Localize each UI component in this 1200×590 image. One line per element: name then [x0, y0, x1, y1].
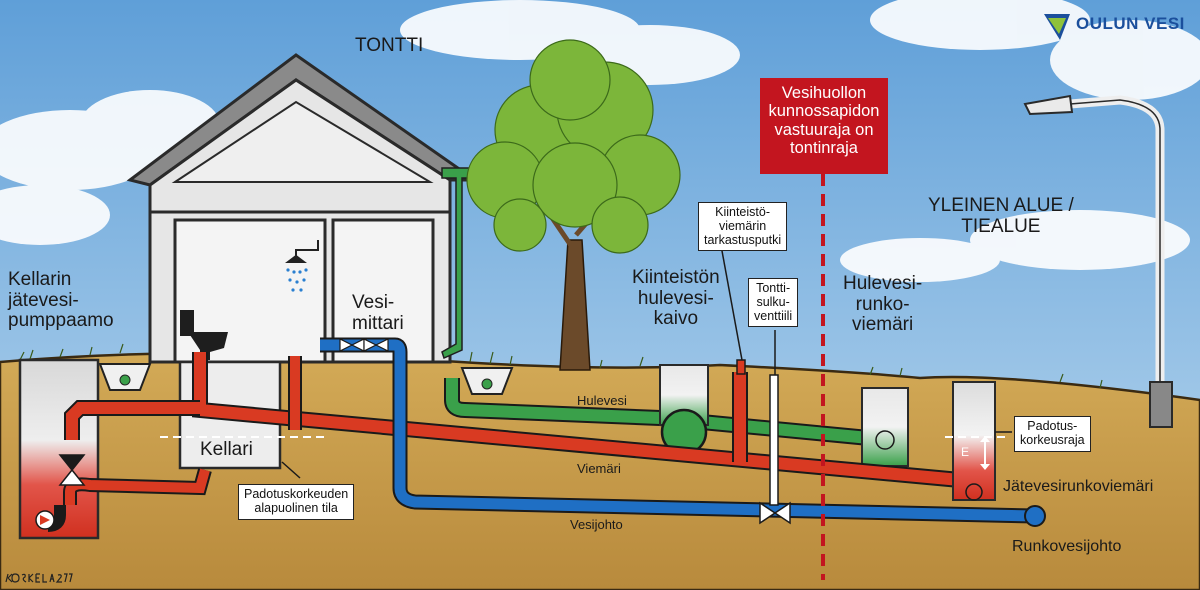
logo-text: OULUN VESI	[1076, 14, 1185, 33]
label-kellarin-line1: Kellarin	[8, 269, 72, 290]
vastuu-line3: vastuuraja on	[774, 120, 874, 139]
inspection-pipe	[736, 359, 746, 375]
label-vesimittari-line1: Vesi-	[352, 292, 395, 313]
shower	[285, 240, 319, 263]
label-runkovesijohto: Runkovesijohto	[1012, 538, 1122, 555]
callout-sulku-line2: sulku-	[756, 294, 790, 309]
callout-tarkastus-line3: tarkastusputki	[704, 232, 782, 247]
label-hulevesirunko-line2: runko-	[855, 293, 910, 315]
water-meter-valves	[339, 338, 389, 352]
label-vesijohto: Vesijohto	[570, 517, 623, 532]
label-vesimittari: Vesi- mittari	[352, 292, 404, 334]
sewer-main-well	[952, 381, 996, 501]
vastuu-line2: kunnossapidon	[768, 102, 880, 121]
callout-padotustila-line1: Padotuskorkeuden	[244, 487, 349, 501]
callout-tarkastus-line2: viemärin	[718, 218, 767, 233]
label-kellari: Kellari	[200, 439, 253, 460]
label-hulevesi: Hulevesi	[577, 393, 627, 408]
logo-mark-icon	[1044, 14, 1070, 40]
label-jatevesirunkoviemari: Jätevesirunkoviemäri	[1003, 478, 1154, 495]
callout-tarkastusputki: Kiinteistö- viemärin tarkastusputki	[698, 202, 788, 252]
label-hulevesikaivo-line3: kaivo	[653, 308, 699, 330]
label-kellarin-pumppaamo: Kellarin jätevesi- pumppaamo	[8, 269, 114, 332]
street-light	[1023, 94, 1173, 428]
pointer-lines	[281, 239, 1012, 479]
clouds	[0, 0, 1200, 282]
shower-drops	[286, 268, 308, 292]
pump-valve	[35, 454, 86, 530]
label-hulevesirunko-line1: Hulevesi-	[843, 273, 923, 294]
label-hulevesikaivo-line1: Kiinteistön	[632, 267, 720, 288]
callout-padotuskorkeusraja: Padotus- korkeusraja	[1014, 416, 1091, 452]
callout-padotuskorkeuden-alapuolinen-tila: Padotuskorkeuden alapuolinen tila	[238, 484, 355, 520]
label-viemari: Viemäri	[577, 461, 621, 476]
callout-sulku-line3: venttiili	[754, 308, 793, 323]
label-vesimittari-line2: mittari	[352, 312, 404, 334]
label-yleinen-alue: YLEINEN ALUE / TIEALUE	[928, 195, 1074, 237]
callout-tonttisulkuventtiili: Tontti- sulku- venttiili	[748, 278, 799, 328]
label-tontti: TONTTI	[355, 35, 424, 56]
label-kiinteiston-hulevesikaivo: Kiinteistön hulevesi- kaivo	[632, 267, 720, 330]
label-yleinen-line2: TIEALUE	[961, 215, 1041, 237]
callout-padotusraja-line2: korkeusraja	[1020, 432, 1085, 447]
artist-signature	[5, 573, 73, 583]
callout-padotustila-line2: alapuolinen tila	[254, 500, 338, 515]
gutter-well-right	[460, 367, 514, 395]
storm-main-well	[861, 387, 909, 467]
tree	[466, 39, 681, 371]
label-hulevesirunkoviemari: Hulevesi- runko- viemäri	[843, 273, 923, 336]
label-hulevesirunko-line3: viemäri	[851, 314, 914, 336]
oulun-vesi-logo: OULUN VESI	[1076, 14, 1185, 34]
shutoff-valve	[759, 374, 791, 525]
vastuu-line1: Vesihuollon	[781, 84, 867, 102]
gutter-well-left	[98, 363, 152, 391]
label-yleinen-line1: YLEINEN ALUE /	[928, 195, 1074, 216]
sewer-pipes	[47, 352, 961, 532]
callout-padotusraja-line1: Padotus-	[1027, 419, 1078, 433]
responsibility-boundary-box: Vesihuollon kunnossapidon vastuuraja on …	[760, 78, 888, 174]
vastuu-line4: tontinraja	[790, 139, 858, 158]
storm-pipe	[444, 378, 891, 448]
house	[126, 53, 480, 364]
water-pipe	[320, 337, 1046, 527]
label-e: E	[961, 445, 970, 459]
label-hulevesikaivo-line2: hulevesi-	[637, 287, 714, 309]
toilet	[180, 310, 228, 360]
callout-tarkastus-line1: Kiinteistö-	[715, 205, 770, 219]
property-storm-well	[659, 364, 709, 456]
label-kellarin-line2: jätevesi-	[8, 289, 79, 311]
callout-sulku-line1: Tontti-	[756, 281, 791, 295]
label-kellarin-line3: pumppaamo	[8, 310, 114, 332]
